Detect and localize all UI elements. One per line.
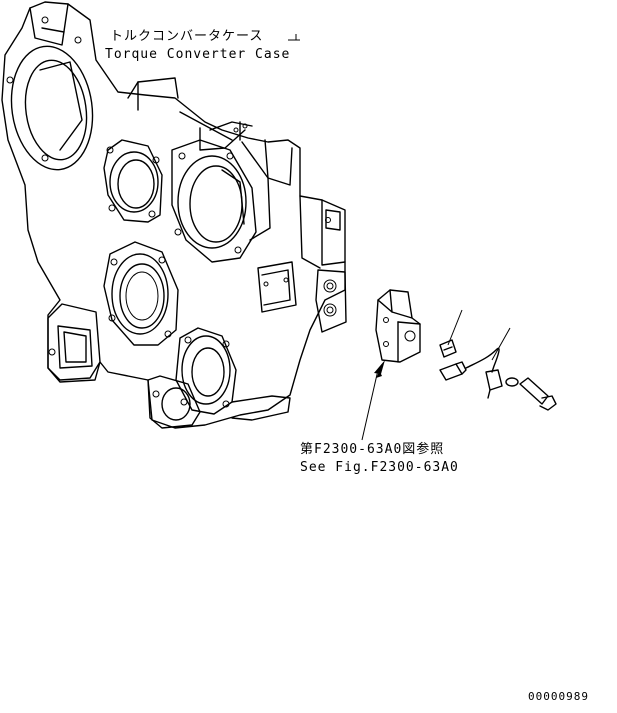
drawing-number: 00000989	[528, 690, 589, 703]
mounting-bracket	[375, 289, 421, 363]
leader-lines	[288, 34, 511, 441]
torque-converter-case	[1, 1, 347, 429]
case-label-jp: トルクコンバータケース	[110, 29, 264, 44]
case-label-en: Torque Converter Case	[105, 47, 291, 62]
reference-label-en: See Fig.F2300-63A0	[300, 460, 459, 475]
sensor-assembly	[439, 339, 557, 411]
reference-label-jp: 第F2300-63A0図参照	[300, 442, 445, 457]
